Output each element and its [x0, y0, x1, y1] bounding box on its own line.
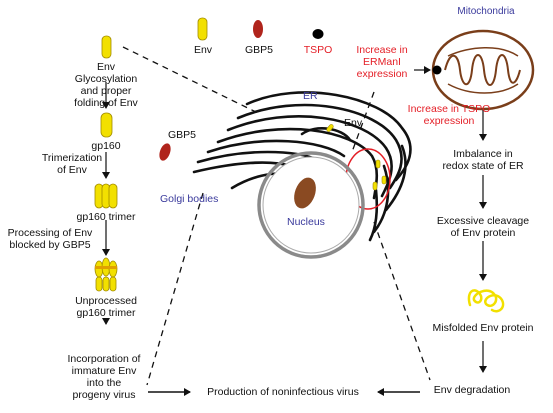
step-processing-line-1: Processing of Env: [7, 227, 93, 239]
step-processing-line-2: blocked by GBP5: [9, 239, 91, 251]
er-env-spots: [326, 124, 387, 191]
cleavage-line-1: Excessive cleavage: [436, 215, 530, 227]
legend-env-label: Env: [193, 44, 213, 56]
env-label: Env: [96, 61, 116, 73]
bottom-outcome-label: Production of noninfectious virus: [207, 386, 359, 398]
env-degradation-label: Env degradation: [433, 384, 511, 396]
step-incorporation-line-3: into the: [86, 377, 122, 389]
redox-line-2: redox state of ER: [442, 160, 524, 172]
legend-env-icon: [197, 17, 208, 41]
golgi-gbp5-icon: [159, 143, 171, 161]
legend-gbp5-icon: [253, 20, 263, 38]
step-glycosylation-line-3: folding of Env: [74, 97, 138, 109]
erman-increase: Increase in ERManI expression: [356, 44, 407, 80]
misfolded-env-icon: [467, 289, 505, 313]
gp160-icon: [100, 112, 113, 138]
golgi-label: Golgi bodies: [160, 193, 219, 205]
redox-line-1: Imbalance in: [453, 148, 513, 160]
mito-tspo-dot: [432, 65, 442, 75]
step-processing-blocked: Processing of Env blocked by GBP5: [8, 227, 93, 251]
gp160-trimer-icon: [94, 183, 118, 209]
step-glycosylation-line-2: and proper: [80, 85, 132, 97]
legend-tspo-icon: [312, 29, 324, 39]
unprocessed-line-1: Unprocessed: [75, 295, 137, 307]
nucleus-label: Nucleus: [287, 216, 325, 228]
unprocessed-trimer-label: Unprocessed gp160 trimer: [75, 295, 137, 319]
gp160-label: gp160: [91, 140, 121, 152]
mitochondria-label: Mitochondria: [457, 6, 515, 17]
unprocessed-trimer-icon: [94, 257, 118, 292]
er-label: ER: [303, 90, 318, 102]
step-incorporation-line-2: immature Env: [71, 365, 137, 377]
cleavage-line-2: of Env protein: [450, 227, 516, 239]
tspo-increase-line-1: Increase in TSPO: [407, 103, 491, 115]
nucleus-envelope: [257, 151, 365, 259]
step-incorporation-line-1: Incorporation of: [67, 353, 141, 365]
golgi-gbp5-label: GBP5: [168, 129, 197, 141]
erman-line-2: ERManI: [363, 56, 401, 68]
misfolded-label: Misfolded Env protein: [432, 322, 534, 334]
step-trimerization-line-2: of Env: [57, 164, 87, 176]
unprocessed-line-2: gp160 trimer: [76, 307, 136, 319]
excessive-cleavage: Excessive cleavage of Env protein: [437, 215, 529, 239]
step-glycosylation-line-1: Glycosylation: [74, 73, 138, 85]
legend-gbp5-label: GBP5: [244, 44, 274, 56]
dashed-projection-lines: [122, 46, 431, 386]
step-trimerization-line-1: Trimerization: [41, 152, 103, 164]
er-env-label: Env: [344, 117, 363, 129]
step-trimerization: Trimerization of Env: [42, 152, 102, 176]
redox-imbalance: Imbalance in redox state of ER: [442, 148, 523, 172]
mitochondria-icon: [431, 29, 535, 111]
nucleolus: [294, 177, 316, 209]
erman-line-3: expression: [356, 68, 408, 80]
env-monomer-icon: [101, 35, 112, 59]
gp160-trimer-label: gp160 trimer: [76, 211, 136, 223]
tspo-increase-line-2: expression: [423, 115, 475, 127]
step-incorporation: Incorporation of immature Env into the p…: [68, 353, 141, 401]
erman-line-1: Increase in: [356, 44, 408, 56]
legend-tspo-label: TSPO: [303, 44, 333, 56]
step-glycosylation: Glycosylation and proper folding of Env: [74, 73, 138, 109]
step-incorporation-line-4: progeny virus: [72, 389, 136, 401]
tspo-increase: Increase in TSPO expression: [408, 103, 491, 127]
